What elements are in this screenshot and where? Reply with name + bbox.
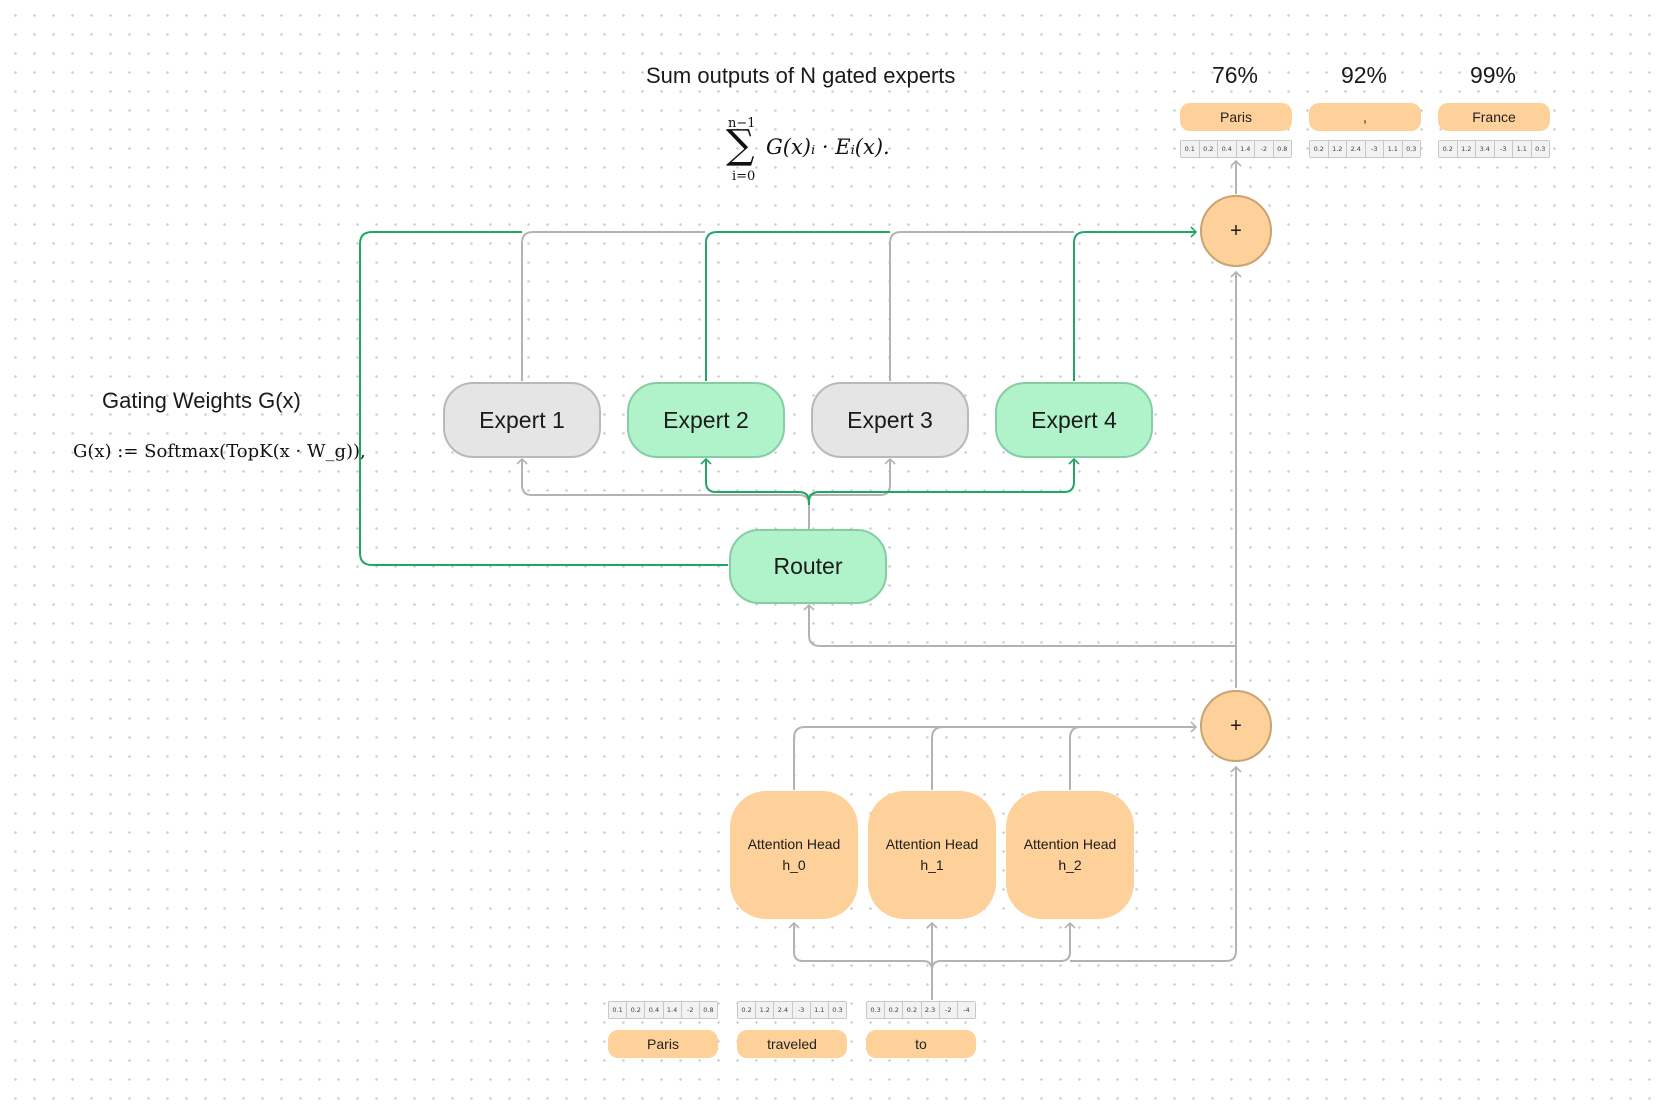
vector-cell: 1.1 xyxy=(810,1002,828,1018)
output-vector-1: 0.1 0.2 0.4 1.4 -2 0.8 xyxy=(1180,140,1292,158)
vector-cell: -3 xyxy=(1365,141,1383,157)
attention-head-index: h_0 xyxy=(782,857,806,873)
vector-cell: 0.2 xyxy=(627,1002,645,1018)
vector-cell: 1.2 xyxy=(756,1002,774,1018)
vector-cell: 0.2 xyxy=(1439,141,1457,157)
output-percent-3: 99% xyxy=(1469,62,1517,88)
attention-head-2[interactable]: Attention Head h_2 xyxy=(1006,791,1134,919)
attention-head-index: h_1 xyxy=(920,857,944,873)
vector-cell: 0.4 xyxy=(645,1002,663,1018)
attention-head-0[interactable]: Attention Head h_0 xyxy=(730,791,858,919)
sum-body: G(x)ᵢ · Eᵢ(x). xyxy=(766,135,890,159)
vector-cell: 2.4 xyxy=(1347,141,1365,157)
vector-cell: 2.4 xyxy=(774,1002,792,1018)
vector-cell: 3.4 xyxy=(1476,141,1494,157)
expert-3-node[interactable]: Expert 3 xyxy=(811,382,969,458)
vector-cell: 0.2 xyxy=(903,1002,921,1018)
sum-symbol: ∑ xyxy=(726,122,755,168)
input-token-3: to xyxy=(866,1030,976,1058)
attention-head-title: Attention Head xyxy=(1023,836,1117,852)
vector-cell: -3 xyxy=(1494,141,1512,157)
attention-head-title: Attention Head xyxy=(747,836,841,852)
output-percent-2: 92% xyxy=(1340,62,1388,88)
vector-cell: 0.2 xyxy=(885,1002,903,1018)
vector-cell: 1.2 xyxy=(1457,141,1475,157)
vector-cell: -2 xyxy=(1255,141,1273,157)
expert-1-node[interactable]: Expert 1 xyxy=(443,382,601,458)
gating-heading: Gating Weights G(x) xyxy=(102,388,301,413)
vector-cell: -4 xyxy=(957,1002,976,1018)
input-token-2: traveled xyxy=(737,1030,847,1058)
attention-head-1[interactable]: Attention Head h_1 xyxy=(868,791,996,919)
vector-cell: 1.4 xyxy=(1236,141,1254,157)
vector-cell: 0.8 xyxy=(1273,141,1291,157)
vector-cell: -2 xyxy=(939,1002,957,1018)
vector-cell: 2.3 xyxy=(921,1002,939,1018)
attention-head-index: h_2 xyxy=(1058,857,1082,873)
expert-2-node[interactable]: Expert 2 xyxy=(627,382,785,458)
input-vector-3: 0.3 0.2 0.2 2.3 -2 -4 xyxy=(866,1001,976,1019)
router-node[interactable]: Router xyxy=(729,529,887,604)
expert-4-node[interactable]: Expert 4 xyxy=(995,382,1153,458)
output-vector-2: 0.2 1.2 2.4 -3 1.1 0.3 xyxy=(1309,140,1421,158)
sum-upper-limit: n−1 xyxy=(728,116,756,131)
bottom-add-node[interactable]: + xyxy=(1200,690,1272,762)
input-token-1: Paris xyxy=(608,1030,718,1058)
input-vector-1: 0.1 0.2 0.4 1.4 -2 0.8 xyxy=(608,1001,718,1019)
vector-cell: 1.2 xyxy=(1328,141,1346,157)
vector-cell: 0.8 xyxy=(699,1002,718,1018)
vector-cell: 0.2 xyxy=(1310,141,1328,157)
attention-head-title: Attention Head xyxy=(885,836,979,852)
vector-cell: 0.4 xyxy=(1218,141,1236,157)
output-token-2: , xyxy=(1309,103,1421,131)
output-token-1: Paris xyxy=(1180,103,1292,131)
output-vector-3: 0.2 1.2 3.4 -3 1.1 0.3 xyxy=(1438,140,1550,158)
output-percent-1: 76% xyxy=(1211,62,1259,88)
sum-formula: n−1 ∑ i=0 G(x)ᵢ · Eᵢ(x). xyxy=(726,114,906,186)
vector-cell: -3 xyxy=(792,1002,810,1018)
sum-lower-limit: i=0 xyxy=(732,169,756,184)
input-vector-2: 0.2 1.2 2.4 -3 1.1 0.3 xyxy=(737,1001,847,1019)
vector-cell: 1.1 xyxy=(1384,141,1402,157)
gating-formula: G(x) := Softmax(TopK(x · W_g)), xyxy=(73,441,366,462)
vector-cell: 0.1 xyxy=(609,1002,627,1018)
vector-cell: 0.3 xyxy=(1402,141,1420,157)
vector-cell: 1.4 xyxy=(663,1002,681,1018)
vector-cell: -2 xyxy=(681,1002,699,1018)
vector-cell: 0.3 xyxy=(867,1002,885,1018)
vector-cell: 0.2 xyxy=(738,1002,756,1018)
top-add-node[interactable]: + xyxy=(1200,195,1272,267)
vector-cell: 1.1 xyxy=(1513,141,1531,157)
vector-cell: 0.3 xyxy=(828,1002,847,1018)
vector-cell: 0.1 xyxy=(1181,141,1199,157)
vector-cell: 0.3 xyxy=(1531,141,1549,157)
vector-cell: 0.2 xyxy=(1199,141,1217,157)
sum-heading: Sum outputs of N gated experts xyxy=(646,63,956,88)
output-token-3: France xyxy=(1438,103,1550,131)
